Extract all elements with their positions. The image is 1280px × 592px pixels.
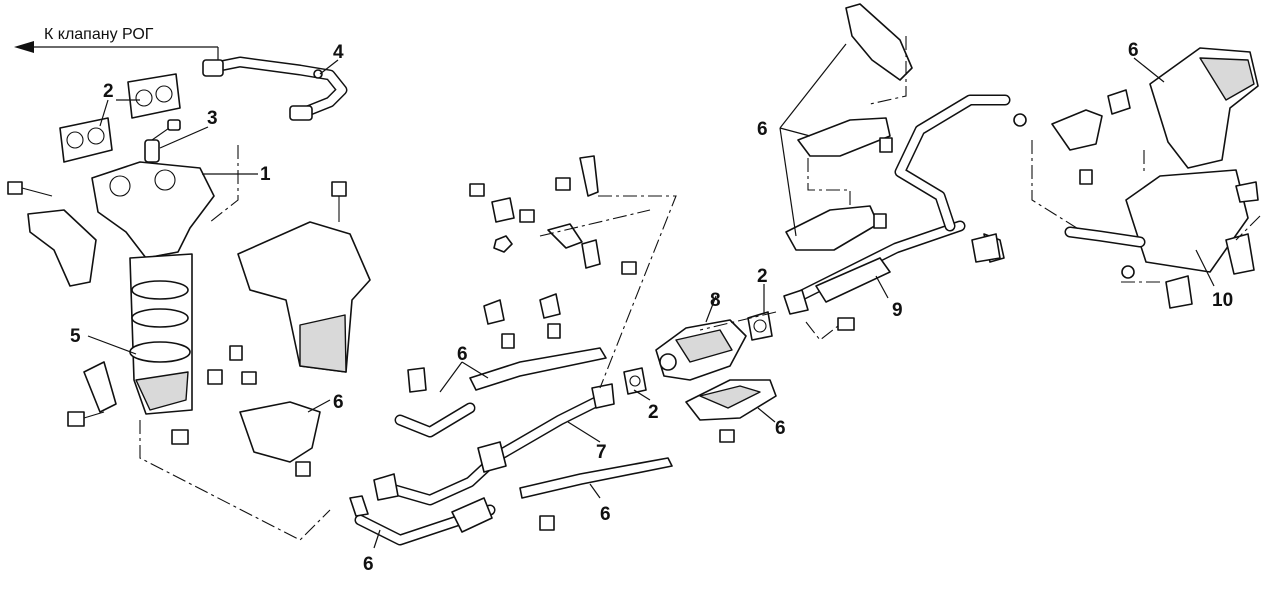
rubber-hanger — [971, 233, 1001, 263]
manifold-heat-shield — [237, 181, 371, 373]
converter-bolts — [171, 345, 311, 477]
callout-5: 5 — [70, 326, 81, 347]
front-catalytic-converter — [129, 253, 193, 415]
callout-9: 9 — [892, 300, 903, 321]
egr-direction-arrow — [14, 41, 219, 62]
callout-6-rear-converter-shield: 6 — [775, 418, 786, 439]
exhaust-manifold — [91, 161, 215, 259]
callout-10: 10 — [1212, 290, 1233, 311]
callout-6-upper-shields: 6 — [757, 119, 768, 140]
callout-4: 4 — [333, 42, 344, 63]
upper-center-heat-shields — [785, 3, 913, 251]
egr-pipe — [202, 56, 348, 121]
clamp-cluster — [469, 155, 637, 349]
callout-leaders — [87, 43, 1215, 549]
lower-converter-heat-shield — [239, 401, 321, 463]
callout-6-center-shield: 6 — [457, 344, 468, 365]
converter-gasket — [623, 311, 773, 395]
center-muffler — [783, 220, 966, 331]
callout-2-muffler-gasket: 2 — [757, 266, 768, 287]
callout-3: 3 — [207, 108, 218, 129]
rear-converter-heat-shield — [685, 379, 777, 443]
oxygen-sensor — [144, 119, 181, 163]
callout-1: 1 — [260, 164, 271, 185]
manifold-bracket — [27, 209, 97, 287]
rear-catalytic-converter — [655, 319, 747, 381]
callout-6-muffler-shield: 6 — [1128, 40, 1139, 61]
callout-2-converter-gasket: 2 — [648, 402, 659, 423]
egr-direction-note: К клапану РОГ — [44, 26, 154, 43]
clamp-pipe-upper — [394, 367, 476, 438]
rear-muffler — [1064, 169, 1259, 309]
bolt-manifold-left — [7, 181, 53, 197]
callout-7: 7 — [596, 442, 607, 463]
callout-6-converter-shield: 6 — [333, 392, 344, 413]
front-exhaust-pipe — [373, 383, 615, 506]
callout-8: 8 — [710, 290, 721, 311]
callout-2-manifold-gasket: 2 — [103, 81, 114, 102]
manifold-gasket — [59, 73, 181, 163]
converter-bracket — [67, 361, 117, 427]
rear-muffler-heat-shield — [1149, 47, 1259, 169]
rear-hanger-bracket — [1051, 89, 1131, 185]
callout-6-bottom-shield: 6 — [600, 504, 611, 525]
callout-6-lower-shield: 6 — [363, 554, 374, 575]
bottom-heat-shield — [519, 457, 673, 531]
assembly-lines — [139, 36, 1261, 541]
center-heat-shield-strip — [469, 347, 607, 391]
